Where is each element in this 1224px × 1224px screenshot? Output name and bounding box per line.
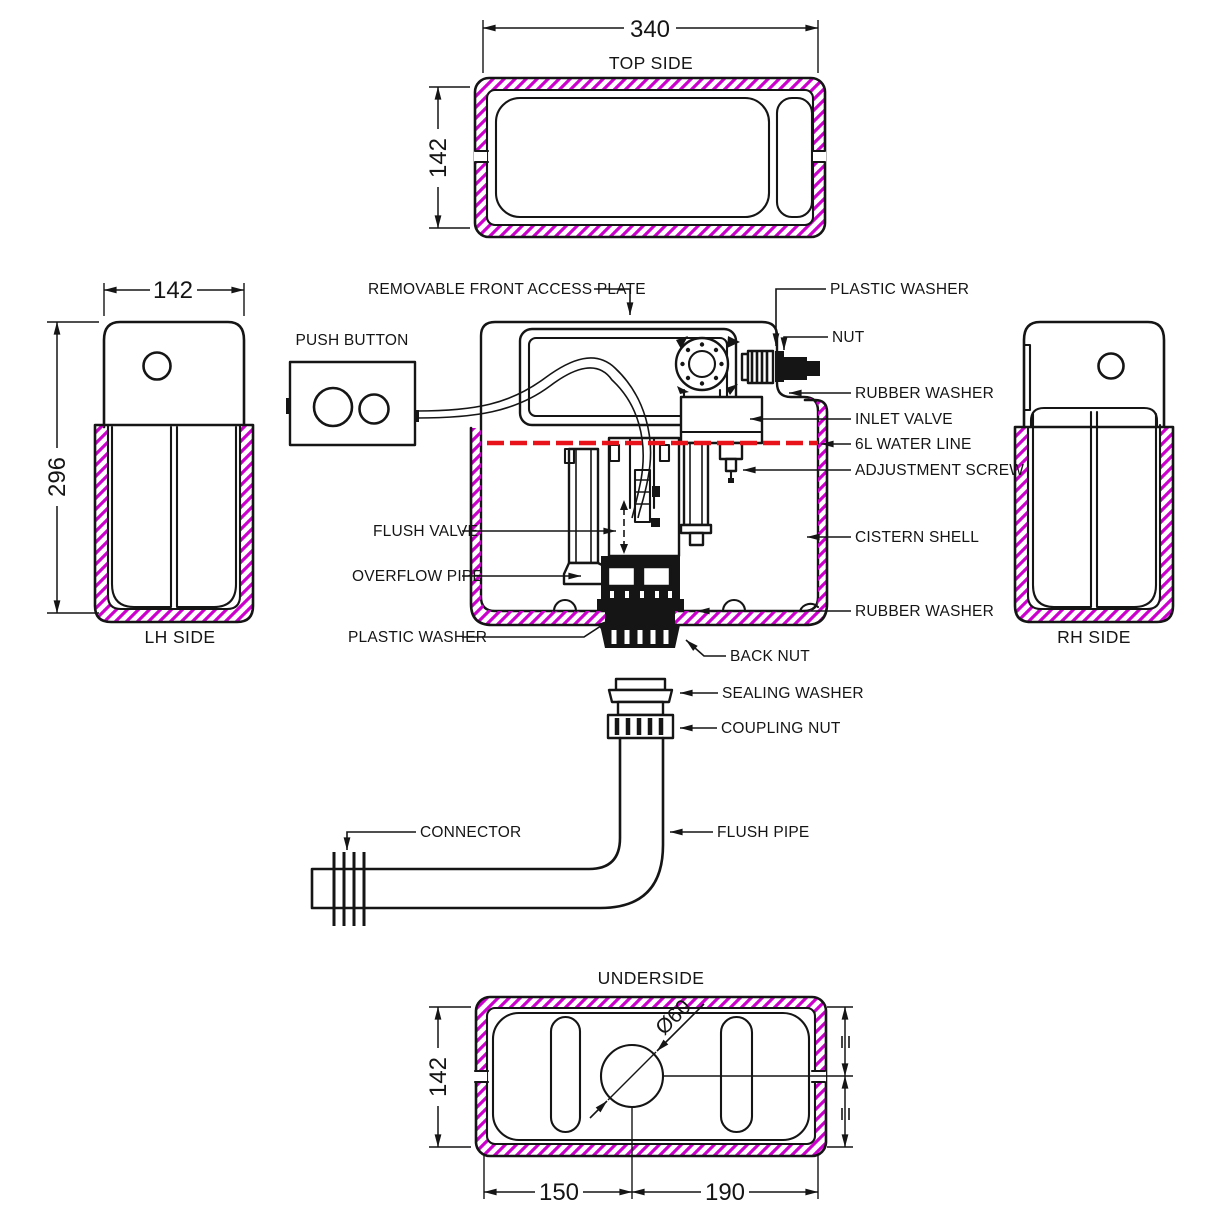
top-view-title: TOP SIDE	[609, 53, 693, 73]
rh-inner-lid	[1029, 406, 1159, 429]
connector-ribs	[332, 852, 366, 926]
cistern-shell-outer	[469, 398, 829, 627]
push-button-cables	[416, 357, 652, 519]
inlet-down-tube	[682, 441, 710, 527]
inlet-valve-body	[679, 395, 764, 445]
rh-side-view: RH SIDE	[1013, 320, 1175, 647]
lh-width-dim: 142	[153, 277, 193, 304]
bottom-bosses	[552, 599, 820, 613]
dimension-340: 340	[482, 16, 819, 73]
flush-pipe-label: FLUSH PIPE	[717, 824, 809, 841]
dimension-top-142: 142	[425, 86, 470, 229]
lh-upper-body	[102, 320, 246, 429]
top-depth-dim: 142	[425, 138, 452, 178]
rh-mount-hole	[1097, 352, 1125, 380]
dimension-underside-142: 142	[425, 1006, 471, 1148]
outlet-left-dim: 150	[539, 1179, 579, 1206]
rubber-washer-bottom-label: RUBBER WASHER	[855, 603, 994, 620]
rubber-washer-top-label: RUBBER WASHER	[855, 385, 994, 402]
lh-height-dim: 296	[44, 457, 71, 497]
cistern-shell-label: CISTERN SHELL	[855, 529, 979, 546]
rh-upper-body	[1022, 320, 1166, 429]
overflow-pipe-label: OVERFLOW PIPE	[352, 568, 483, 585]
top-width-dim: 340	[630, 16, 670, 43]
underside-view-title: UNDERSIDE	[598, 968, 705, 988]
coupling-nut-label: COUPLING NUT	[721, 720, 841, 737]
access-plate-label: REMOVABLE FRONT ACCESS PLATE	[368, 281, 646, 298]
flush-valve-seat	[597, 556, 684, 648]
underside-slot-left	[549, 1015, 582, 1134]
top-view-inner-wall	[485, 88, 815, 227]
underside-slot-right	[719, 1015, 754, 1134]
lh-cavity-halves	[110, 425, 238, 609]
rh-edge-notch	[1022, 343, 1032, 412]
rh-wall-hatch	[1015, 427, 1173, 622]
flush-pipe-assembly	[310, 677, 675, 926]
plastic-washer-top-label: PLASTIC WASHER	[830, 281, 969, 298]
connector-label: CONNECTOR	[420, 824, 521, 841]
push-button: PUSH BUTTON	[286, 332, 419, 447]
flush-valve-label: FLUSH VALVE	[373, 523, 478, 540]
push-button-label: PUSH BUTTON	[295, 332, 408, 349]
underside-depth-dim: 142	[425, 1057, 452, 1097]
outlet-plastic-washer	[605, 610, 675, 625]
dimension-lh-142: 142	[103, 277, 245, 316]
pipe-top-stub	[614, 677, 667, 692]
push-button-small	[358, 393, 390, 425]
lh-view-title: LH SIDE	[145, 627, 216, 647]
top-view-cavity	[494, 96, 771, 219]
inlet-valve-label: INLET VALVE	[855, 411, 953, 428]
top-view-wall-hatch	[475, 78, 825, 237]
push-button-large	[312, 386, 354, 428]
top-view: 340 TOP SIDE 142	[425, 16, 827, 239]
water-line-label: 6L WATER LINE	[855, 436, 972, 453]
lh-mount-hole	[142, 351, 172, 381]
top-view-wall-notches	[473, 149, 827, 164]
underside-view: UNDERSIDE Ø60 142	[425, 968, 853, 1206]
rh-view-title: RH SIDE	[1057, 627, 1131, 647]
sealing-washer-part	[607, 688, 674, 704]
lh-lower-outer	[93, 423, 255, 624]
rh-lower-inner	[1026, 423, 1162, 611]
dimension-150-190: 150 190	[483, 1154, 819, 1206]
adjustment-screw-body	[718, 441, 744, 461]
overflow-pipe	[562, 447, 612, 586]
lh-wall-hatch	[95, 425, 253, 622]
front-section-view: PUSH BUTTON	[286, 320, 829, 648]
top-view-valve-chamber	[775, 96, 814, 219]
back-nut-label: BACK NUT	[730, 648, 810, 665]
lh-lower-inner	[106, 423, 242, 611]
inlet-valve-assembly	[674, 336, 820, 547]
adjustment-screw-label: ADJUSTMENT SCREW	[855, 462, 1024, 479]
front-access-plate-inner	[527, 336, 729, 418]
inlet-nut	[784, 357, 807, 380]
outlet-right-dim: 190	[705, 1179, 745, 1206]
dimension-296: 296	[44, 321, 99, 614]
top-view-outer-wall	[473, 76, 827, 239]
rh-lower-outer	[1013, 425, 1175, 624]
dimension-equal-marks	[827, 1006, 853, 1148]
rh-cavity-halves	[1031, 410, 1158, 609]
lh-side-view: 142 296 LH SIDE	[44, 277, 255, 647]
inlet-plastic-washer	[775, 351, 784, 382]
sealing-washer-label: SEALING WASHER	[722, 685, 864, 702]
flush-pipe-body	[310, 736, 665, 910]
flush-valve	[607, 436, 681, 558]
plastic-washer-bottom-label: PLASTIC WASHER	[348, 629, 487, 646]
callout-labels: REMOVABLE FRONT ACCESS PLATE PLASTIC WAS…	[343, 281, 1024, 851]
nut-label: NUT	[832, 329, 865, 346]
